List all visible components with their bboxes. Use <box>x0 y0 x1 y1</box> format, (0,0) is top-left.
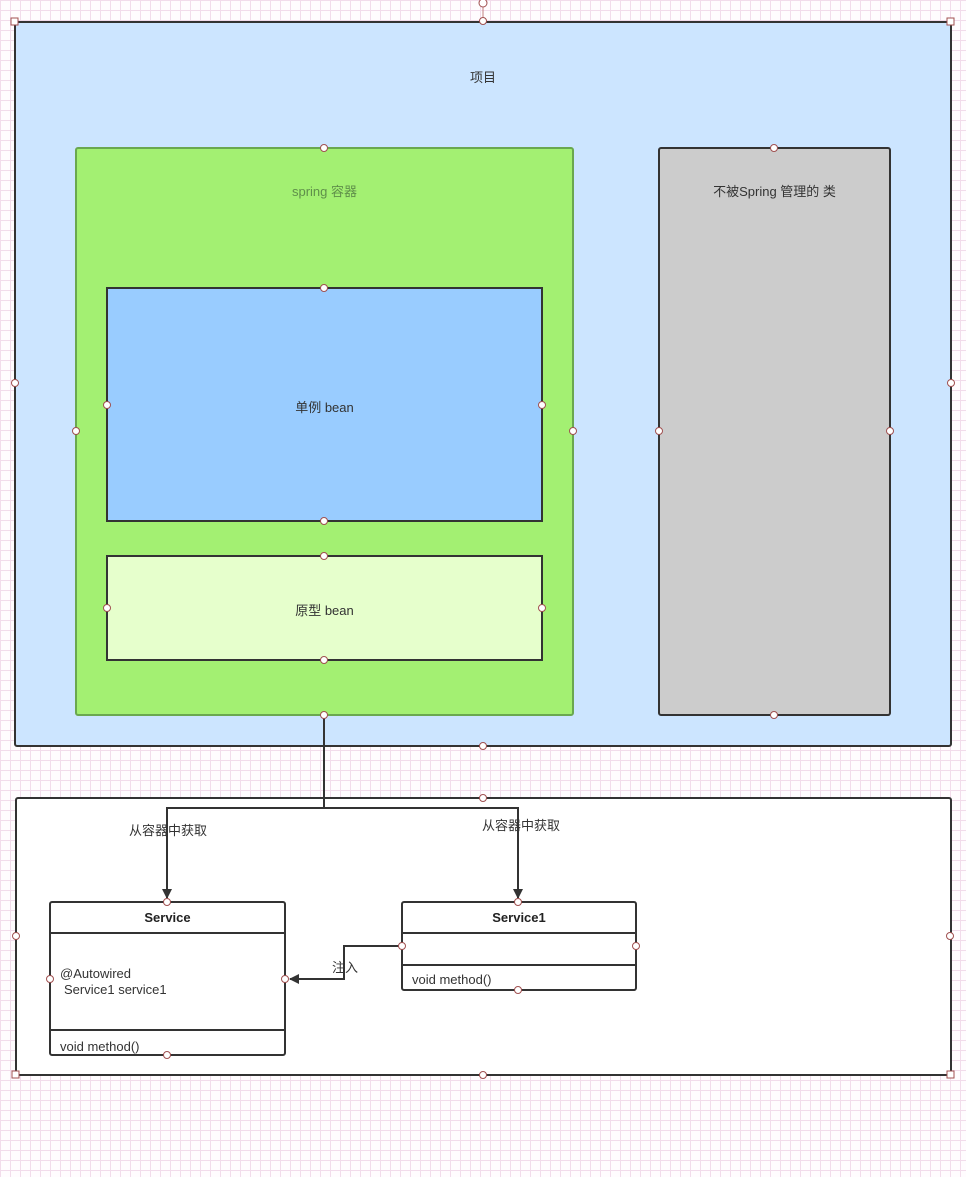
edge-label-get-left: 从容器中获取 <box>128 820 209 839</box>
spring-container-title: spring 容器 <box>291 184 358 199</box>
service-header-divider <box>51 932 284 934</box>
service1-class-name: Service1 <box>492 910 546 925</box>
singleton-bean-label: 单例 bean <box>295 400 354 415</box>
service1-header-divider <box>403 932 635 934</box>
service-class-name: Service <box>144 910 191 925</box>
project-title: 项目 <box>469 70 496 85</box>
prototype-bean-box[interactable] <box>106 555 543 661</box>
service1-method: void method() <box>412 972 492 987</box>
service-method-divider <box>51 1029 284 1031</box>
service-method: void method() <box>60 1039 140 1054</box>
service-attr-annotation: @Autowired <box>60 966 132 981</box>
service-attr-field: Service1 service1 <box>64 982 167 997</box>
unmanaged-classes-box[interactable] <box>658 147 891 716</box>
prototype-bean-label: 原型 bean <box>295 603 354 618</box>
service1-class[interactable]: Service1 void method() <box>401 901 637 991</box>
service-class[interactable]: Service @Autowired Service1 service1 voi… <box>49 901 286 1056</box>
edge-label-inject: 注入 <box>331 957 360 976</box>
edge-label-get-right: 从容器中获取 <box>481 815 562 834</box>
unmanaged-classes-title: 不被Spring 管理的 类 <box>713 184 836 199</box>
service1-method-divider <box>403 964 635 966</box>
